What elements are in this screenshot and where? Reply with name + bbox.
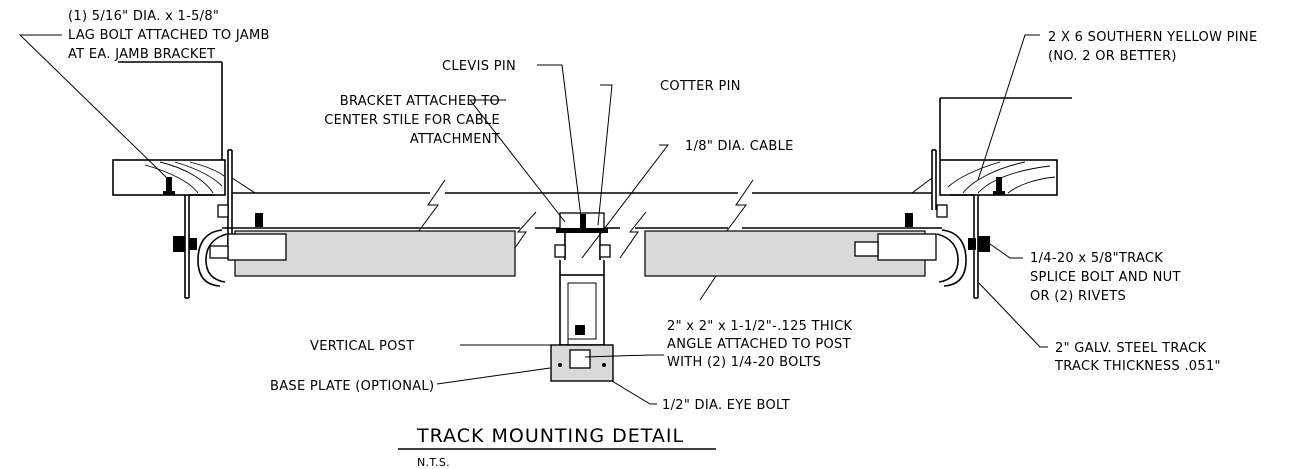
galv-track-line-1: 2" GALV. STEEL TRACK [1055, 341, 1207, 356]
bracket-line-3: ATTACHMENT [410, 132, 500, 147]
callout-splice-bolt: 1/4-20 x 5/8"TRACK SPLICE BOLT AND NUT O… [1030, 251, 1181, 304]
eye-bolt-label: 1/2" DIA. EYE BOLT [662, 398, 790, 413]
cotter-pin-label: COTTER PIN [660, 79, 741, 94]
vertical-post-label: VERTICAL POST [310, 339, 414, 354]
angle-line-3: WITH (2) 1/4-20 BOLTS [667, 355, 821, 370]
drawing-title: TRACK MOUNTING DETAIL [416, 425, 684, 447]
clevis-pin-label: CLEVIS PIN [442, 59, 516, 74]
base-plate-label: BASE PLATE (OPTIONAL) [270, 379, 434, 394]
right-jamb-assembly [911, 97, 1072, 210]
splice-bolt-line-1: 1/4-20 x 5/8"TRACK [1030, 251, 1163, 266]
left-track [173, 194, 287, 299]
left-jamb-assembly [112, 61, 256, 245]
right-track [854, 194, 990, 299]
galv-track-line-2: TRACK THICKNESS .051" [1054, 359, 1221, 374]
splice-bolt-line-3: OR (2) RIVETS [1030, 289, 1126, 304]
callout-bracket: BRACKET ATTACHED TO CENTER STILE FOR CAB… [324, 94, 500, 147]
pine-line-1: 2 X 6 SOUTHERN YELLOW PINE [1048, 30, 1257, 45]
scale-note: N.T.S. [417, 456, 450, 469]
splice-bolt-line-2: SPLICE BOLT AND NUT [1030, 270, 1181, 285]
lag-bolt-line-1: (1) 5/16" DIA. x 1-5/8" [68, 9, 219, 24]
cable-label: 1/8" DIA. CABLE [685, 139, 794, 154]
angle-line-2: ANGLE ATTACHED TO POST [667, 337, 851, 352]
leader-lines [18, 34, 1048, 405]
pine-line-2: (NO. 2 OR BETTER) [1048, 49, 1177, 64]
callout-angle: 2" x 2" x 1-1/2"-.125 THICK ANGLE ATTACH… [667, 319, 852, 370]
bracket-line-2: CENTER STILE FOR CABLE [324, 113, 500, 128]
bracket-line-1: BRACKET ATTACHED TO [340, 94, 500, 109]
callout-galv-track: 2" GALV. STEEL TRACK TRACK THICKNESS .05… [1054, 341, 1221, 374]
callout-pine: 2 X 6 SOUTHERN YELLOW PINE (NO. 2 OR BET… [1048, 30, 1257, 64]
callout-lag-bolt: (1) 5/16" DIA. x 1-5/8" LAG BOLT ATTACHE… [68, 9, 270, 62]
angle-line-1: 2" x 2" x 1-1/2"-.125 THICK [667, 319, 852, 334]
lag-bolt-line-3: AT EA. JAMB BRACKET [68, 47, 215, 62]
lag-bolt-line-2: LAG BOLT ATTACHED TO JAMB [68, 28, 270, 43]
center-post-assembly [550, 212, 614, 382]
